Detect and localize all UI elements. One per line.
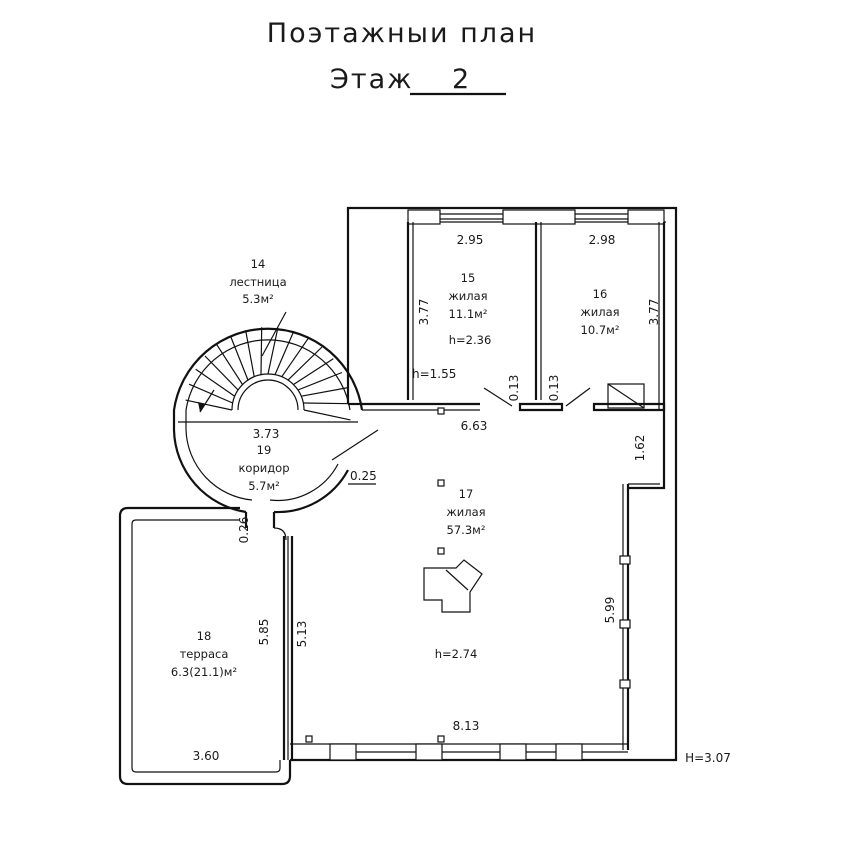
stair-tread xyxy=(188,383,233,404)
svg-text:10.7м²: 10.7м² xyxy=(581,323,620,337)
floor-label: Этаж xyxy=(330,64,413,95)
stair-tread xyxy=(274,330,295,375)
svg-text:2.98: 2.98 xyxy=(589,233,616,247)
svg-text:жилая: жилая xyxy=(446,505,485,519)
svg-text:1.62: 1.62 xyxy=(633,435,647,462)
svg-text:3.77: 3.77 xyxy=(417,299,431,326)
room-18-label: 18 терраса 6.3(21.1)м² xyxy=(171,629,237,679)
room-14-label: 14 лестница 5.3м² xyxy=(229,257,286,306)
stair-tread xyxy=(287,346,323,381)
svg-text:15: 15 xyxy=(461,271,476,285)
svg-text:коридор: коридор xyxy=(238,461,289,475)
svg-text:h=1.55: h=1.55 xyxy=(412,367,456,381)
svg-text:2.95: 2.95 xyxy=(457,233,484,247)
svg-text:6.3(21.1)м²: 6.3(21.1)м² xyxy=(171,665,237,679)
svg-text:8.13: 8.13 xyxy=(453,719,480,733)
svg-text:3.60: 3.60 xyxy=(193,749,220,763)
svg-text:17: 17 xyxy=(459,487,474,501)
svg-text:5.7м²: 5.7м² xyxy=(248,479,280,493)
plan-title: Поэтажныи план xyxy=(267,18,537,49)
svg-text:5.13: 5.13 xyxy=(295,621,309,648)
stair-tread xyxy=(301,387,349,397)
svg-text:0.13: 0.13 xyxy=(547,375,561,402)
room-15-label: 15 жилая 11.1м² h=2.36 xyxy=(448,271,491,347)
svg-text:57.3м²: 57.3м² xyxy=(447,523,486,537)
stair-tread xyxy=(281,337,310,378)
floor-number: 2 xyxy=(452,64,471,95)
fireplace-icon xyxy=(423,559,483,613)
stair-tread xyxy=(245,329,255,377)
svg-text:16: 16 xyxy=(593,287,608,301)
walls xyxy=(118,206,678,786)
svg-text:лестница: лестница xyxy=(229,275,286,289)
svg-text:H=3.07: H=3.07 xyxy=(685,751,731,765)
room-17-label: 17 жилая 57.3м² h=2.74 xyxy=(435,487,486,661)
stair-tread xyxy=(303,409,351,421)
svg-text:14: 14 xyxy=(251,257,266,271)
svg-text:жилая: жилая xyxy=(580,305,619,319)
svg-text:11.1м²: 11.1м² xyxy=(449,307,488,321)
svg-text:жилая: жилая xyxy=(448,289,487,303)
svg-text:18: 18 xyxy=(197,629,212,643)
stair-tread xyxy=(204,355,239,391)
wall-markers xyxy=(305,407,445,743)
svg-text:h=2.74: h=2.74 xyxy=(435,647,478,661)
svg-text:3.77: 3.77 xyxy=(647,299,661,326)
stair-tread xyxy=(260,327,263,375)
stair-tread xyxy=(216,344,244,385)
stair-tread xyxy=(303,402,351,405)
stair-tread xyxy=(293,358,334,386)
stair-tread xyxy=(267,327,279,375)
svg-text:19: 19 xyxy=(257,443,272,457)
svg-text:3.73: 3.73 xyxy=(253,427,280,441)
svg-text:0.25: 0.25 xyxy=(350,469,377,483)
svg-text:6.63: 6.63 xyxy=(461,419,488,433)
room-19-label: 19 коридор 5.7м² xyxy=(238,443,289,493)
stair-tread xyxy=(229,335,249,381)
stair-tread xyxy=(195,368,236,397)
stair-tread xyxy=(185,399,233,411)
stair-tread xyxy=(297,371,343,391)
svg-text:5.3м²: 5.3м² xyxy=(242,292,274,306)
spiral-staircase xyxy=(185,311,351,421)
svg-text:5.85: 5.85 xyxy=(257,619,271,646)
svg-text:терраса: терраса xyxy=(180,647,229,661)
svg-text:0.26: 0.26 xyxy=(237,517,251,544)
dimension-labels: 2.95 2.98 3.77 3.77 h=1.55 0.13 0.13 6.6… xyxy=(193,233,731,765)
room-16-label: 16 жилая 10.7м² xyxy=(580,287,619,337)
svg-text:h=2.36: h=2.36 xyxy=(449,333,492,347)
svg-text:5.99: 5.99 xyxy=(603,597,617,624)
svg-text:0.13: 0.13 xyxy=(507,375,521,402)
